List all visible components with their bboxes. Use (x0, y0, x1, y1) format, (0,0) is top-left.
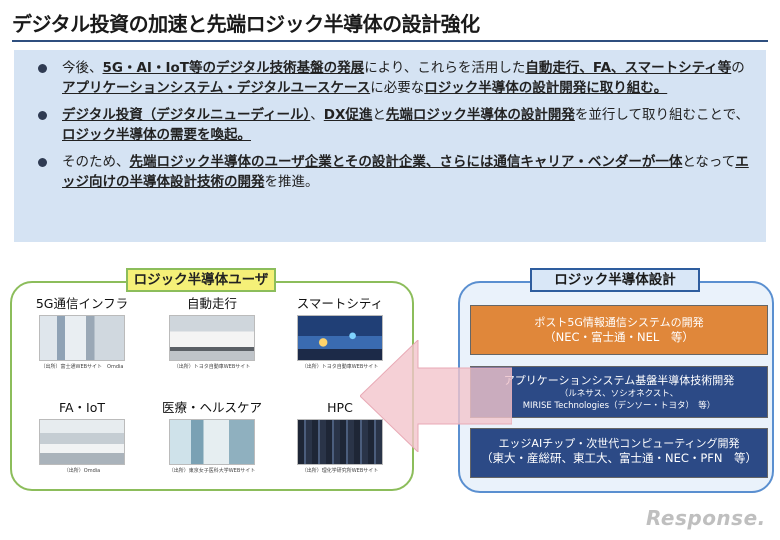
bullet-dot-icon (38, 158, 47, 167)
bullet-dot-icon (38, 111, 47, 120)
bullet-text-1: 今後、5G・AI・IoT等のデジタル技術基盤の発展により、これらを活用した自動走… (62, 60, 745, 96)
design-box-edge-ai: エッジAIチップ・次世代コンピューティング開発 （東大・産総研、東工大、富士通・… (470, 428, 768, 478)
users-panel-label: ロジック半導体ユーザ (126, 268, 276, 292)
bullet-item-2: デジタル投資（デジタルニューディール）、DX促進と先端ロジック半導体の設計開発を… (28, 105, 752, 145)
bullet-item-1: 今後、5G・AI・IoT等のデジタル技術基盤の発展により、これらを活用した自動走… (28, 58, 752, 98)
smart-city-photo (297, 315, 383, 361)
autonomous-car-photo (169, 315, 255, 361)
design-panel-label: ロジック半導体設計 (530, 268, 700, 292)
page-title: デジタル投資の加速と先端ロジック半導体の設計強化 (12, 12, 480, 36)
title-underline (12, 40, 768, 42)
bullet-text-2: デジタル投資（デジタルニューディール）、DX促進と先端ロジック半導体の設計開発を… (62, 107, 750, 143)
bullet-dot-icon (38, 64, 47, 73)
user-cell-5g-infra: 5G通信インフラ （出所）富士通WEBサイト Omdia (35, 296, 129, 370)
design-box-post5g: ポスト5G情報通信システムの開発 （NEC・富士通・NEL 等） (470, 305, 768, 355)
design-box-application-system: アプリケーションシステム基盤半導体技術開発 （ルネサス、ソシオネクスト、 MIR… (470, 366, 768, 418)
left-arrow-icon (360, 340, 512, 452)
bullet-panel: 今後、5G・AI・IoT等のデジタル技術基盤の発展により、これらを活用した自動走… (14, 50, 766, 242)
user-cell-autonomous-driving: 自動走行 （出所）トヨタ自動車WEBサイト (152, 296, 272, 371)
hpc-photo (297, 419, 383, 465)
healthcare-photo (169, 419, 255, 465)
user-cell-fa-iot: FA・IoT （出所）Omdia (22, 400, 142, 475)
user-cell-healthcare: 医療・ヘルスケア （出所）東京女子医科大学WEBサイト (161, 400, 262, 474)
5g-infra-photo (39, 315, 125, 361)
user-cell-hpc: HPC （出所）理化学研究所WEBサイト (280, 400, 400, 475)
user-cell-smart-city: スマートシティ （出所）トヨタ自動車WEBサイト (296, 296, 384, 370)
response-watermark: Response. (646, 506, 766, 530)
bullet-text-3: そのため、先端ロジック半導体のユーザ企業とその設計企業、さらには通信キャリア・ベ… (62, 154, 749, 190)
bullet-item-3: そのため、先端ロジック半導体のユーザ企業とその設計企業、さらには通信キャリア・ベ… (28, 152, 752, 192)
factory-photo (39, 419, 125, 465)
